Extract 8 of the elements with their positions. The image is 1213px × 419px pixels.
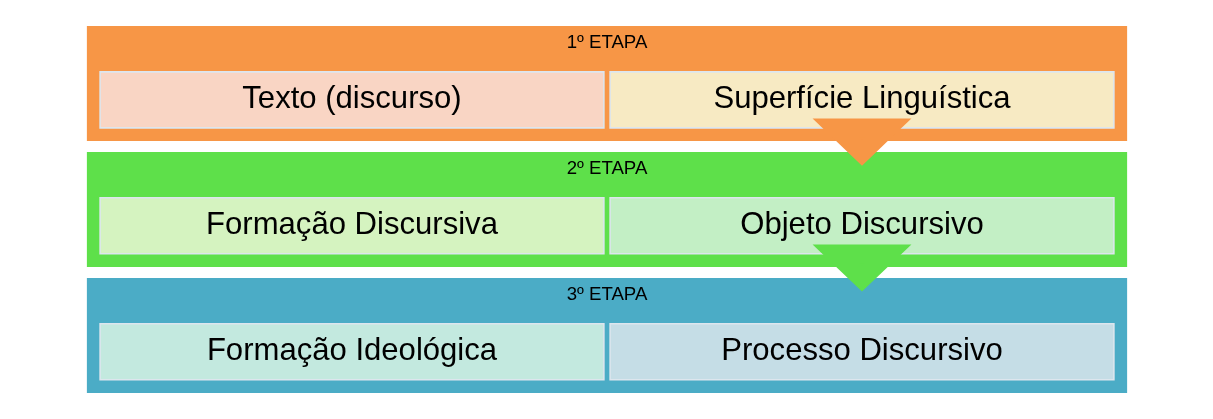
arrow xyxy=(812,244,911,292)
node-box: Formação Ideológica xyxy=(98,323,605,381)
node-box: Texto (discurso) xyxy=(98,71,605,129)
node-box: Superfície Linguística xyxy=(608,71,1115,129)
node-box: Objeto Discursivo xyxy=(608,197,1115,255)
node-box: Formação Discursiva xyxy=(98,197,605,255)
arrow xyxy=(812,118,911,166)
node-box: Processo Discursivo xyxy=(608,323,1115,381)
